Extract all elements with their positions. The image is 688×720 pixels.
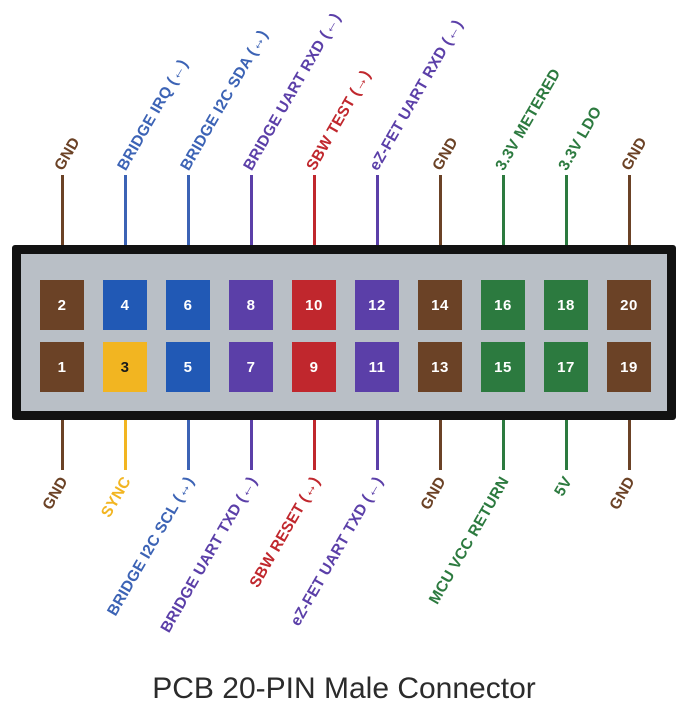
signal-label-pin-1: GND [39, 474, 72, 513]
lead-line-pin-12 [375, 175, 379, 286]
signal-label-pin-13: GND [417, 474, 450, 513]
pin-9: 9 [292, 342, 336, 392]
lead-line-pin-11 [375, 386, 379, 470]
pin-13: 13 [418, 342, 462, 392]
lead-line-pin-15 [501, 386, 505, 470]
pin-4: 4 [103, 280, 147, 330]
lead-line-pin-2 [60, 175, 64, 286]
pin-19: 19 [607, 342, 651, 392]
signal-label-pin-20: GND [618, 134, 651, 174]
signal-label-pin-16: 3.3V METERED [492, 65, 565, 174]
pin-20: 20 [607, 280, 651, 330]
pin-17: 17 [544, 342, 588, 392]
lead-line-pin-13 [438, 386, 442, 470]
signal-label-pin-10: SBW TEST (→) [303, 67, 375, 174]
signal-label-pin-19: GND [606, 474, 639, 513]
lead-line-pin-16 [501, 175, 505, 286]
lead-line-pin-9 [312, 386, 316, 470]
pin-5: 5 [166, 342, 210, 392]
lead-line-pin-5 [186, 386, 190, 470]
pin-7: 7 [229, 342, 273, 392]
signal-label-pin-18: 3.3V LDO [555, 103, 606, 174]
pin-18: 18 [544, 280, 588, 330]
pin-10: 10 [292, 280, 336, 330]
pin-14: 14 [418, 280, 462, 330]
signal-label-pin-3: SYNC [98, 474, 135, 521]
lead-line-pin-3 [123, 386, 127, 470]
pin-11: 11 [355, 342, 399, 392]
signal-label-pin-14: GND [429, 134, 462, 174]
signal-label-pin-17: 5V [551, 474, 576, 500]
pin-3: 3 [103, 342, 147, 392]
pin-8: 8 [229, 280, 273, 330]
signal-label-pin-9: SBW RESET (↔) [246, 474, 324, 591]
lead-line-pin-8 [249, 175, 253, 286]
pin-16: 16 [481, 280, 525, 330]
lead-line-pin-18 [564, 175, 568, 286]
lead-line-pin-1 [60, 386, 64, 470]
lead-line-pin-7 [249, 386, 253, 470]
lead-line-pin-4 [123, 175, 127, 286]
lead-line-pin-17 [564, 386, 568, 470]
lead-line-pin-14 [438, 175, 442, 286]
lead-line-pin-6 [186, 175, 190, 286]
pin-1: 1 [40, 342, 84, 392]
pin-2: 2 [40, 280, 84, 330]
pin-12: 12 [355, 280, 399, 330]
pin-6: 6 [166, 280, 210, 330]
lead-line-pin-20 [627, 175, 631, 286]
lead-line-pin-19 [627, 386, 631, 470]
pin-15: 15 [481, 342, 525, 392]
lead-line-pin-10 [312, 175, 316, 286]
signal-label-pin-2: GND [51, 134, 84, 174]
diagram-caption: PCB 20-PIN Male Connector [152, 672, 536, 705]
